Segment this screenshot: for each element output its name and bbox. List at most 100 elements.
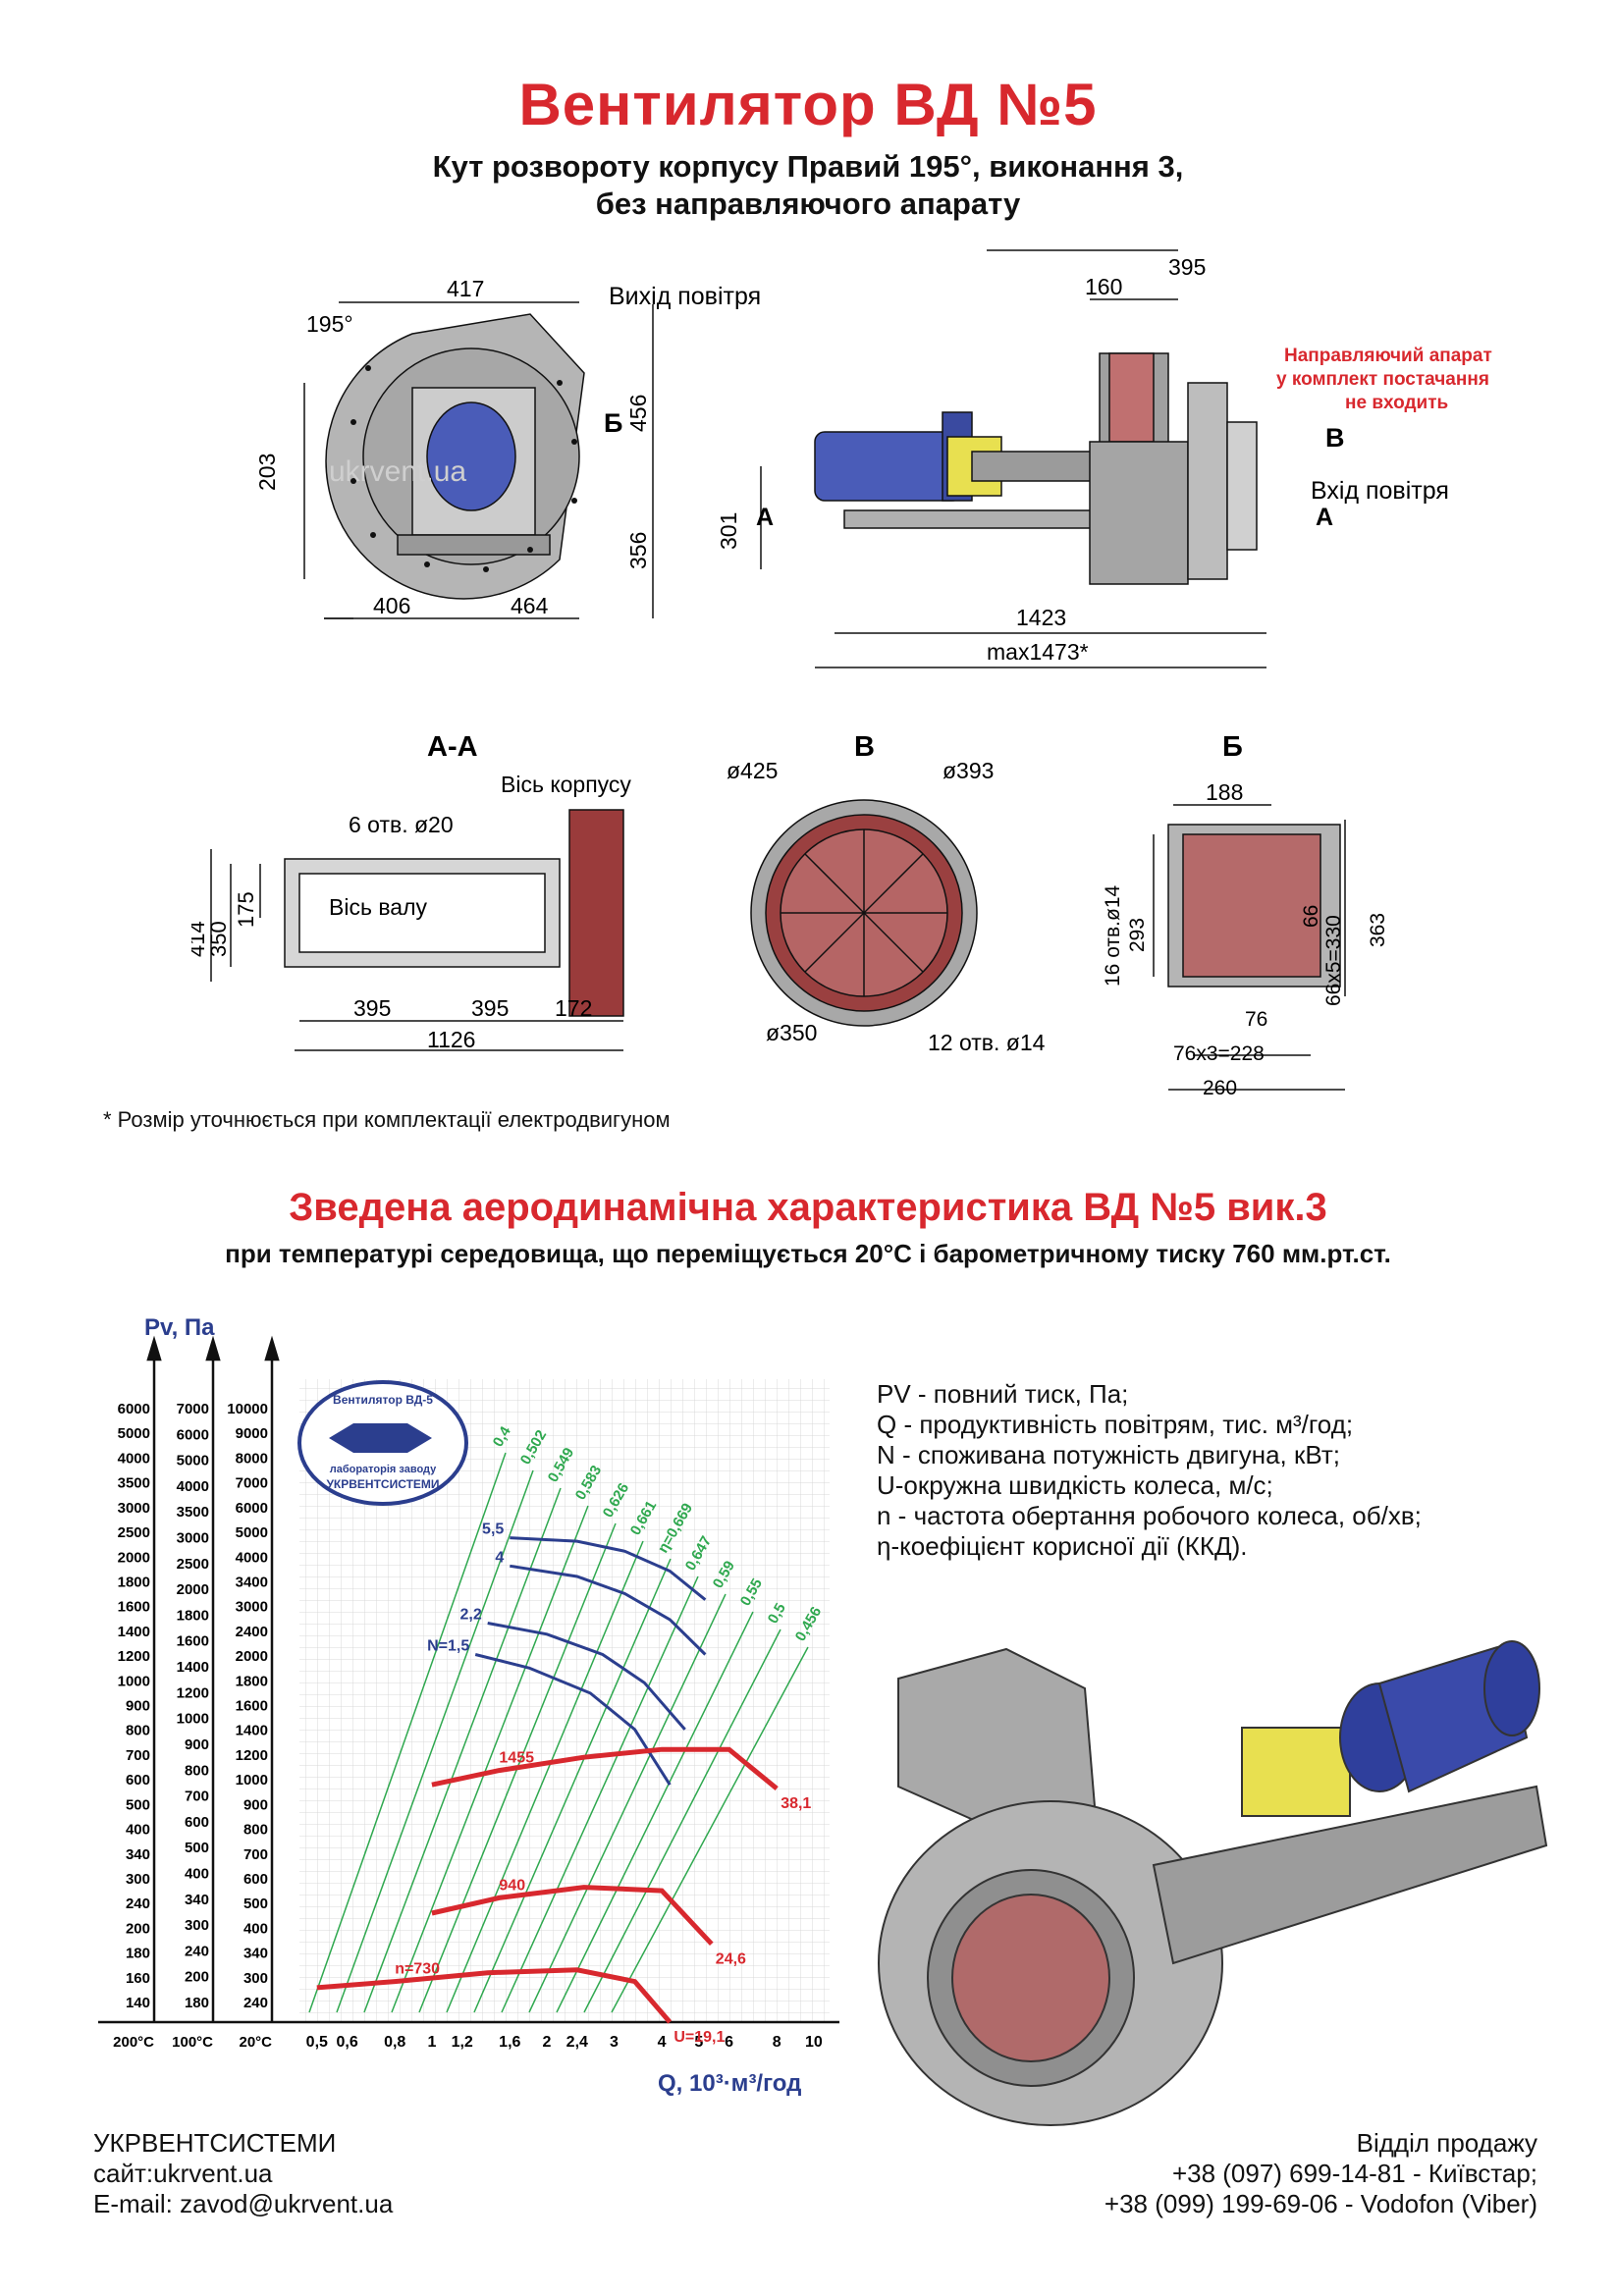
y-tick-label: 8000 — [236, 1450, 268, 1467]
y-tick-label: 5000 — [177, 1453, 209, 1469]
y-tick-label: 4000 — [118, 1450, 150, 1467]
y-tick-label: 2000 — [177, 1581, 209, 1598]
dim-456: 456 — [625, 395, 651, 432]
efficiency-line — [501, 1575, 699, 2013]
y-tick-label: 240 — [126, 1896, 150, 1912]
y-tick-label: 7000 — [236, 1475, 268, 1492]
y-tick-label: 4000 — [177, 1478, 209, 1495]
y-tick-label: 300 — [126, 1871, 150, 1888]
y-tick-label: 2500 — [177, 1556, 209, 1573]
efficiency-line — [611, 1646, 809, 2013]
dim-464: 464 — [511, 593, 549, 618]
y-tick-label: 800 — [126, 1723, 150, 1739]
section-aa-drawing: А-А Вісь корпусу 6 отв. ø20 Вісь валу 41… — [191, 731, 631, 1052]
efficiency-line — [583, 1629, 781, 2013]
footer-left: УКРВЕНТСИСТЕМИ сайт:ukrvent.ua E-mail: z… — [93, 2128, 393, 2219]
y-tick-label: 700 — [185, 1789, 209, 1805]
y-tick-label: 900 — [243, 1796, 268, 1813]
dim-max1473: max1473* — [987, 639, 1089, 665]
dim-172: 172 — [555, 995, 592, 1021]
legend-item: U-окружна швидкість колеса, м/с; — [877, 1470, 1273, 1500]
y-tick-label: 3000 — [236, 1599, 268, 1616]
y-tick-label: 700 — [243, 1846, 268, 1863]
y-tick-label: 3000 — [177, 1530, 209, 1547]
x-tick-label: 10 — [805, 2034, 823, 2051]
y-tick-label: 3400 — [236, 1574, 268, 1590]
y-tick-label: 800 — [243, 1822, 268, 1839]
company-name: УКРВЕНТСИСТЕМИ — [93, 2128, 337, 2158]
y-tick-label: 1200 — [177, 1684, 209, 1701]
logo-bottom: УКРВЕНТСИСТЕМИ — [326, 1477, 439, 1491]
d350: ø350 — [766, 1020, 817, 1045]
axis-body: Вісь корпусу — [501, 772, 631, 797]
y-tick-label: 1600 — [236, 1698, 268, 1715]
y-tick-label: 5000 — [236, 1524, 268, 1541]
dim-203: 203 — [254, 454, 280, 491]
power-curve-label: N=1,5 — [427, 1638, 469, 1655]
site-link[interactable]: сайт:ukrvent.ua — [93, 2159, 273, 2188]
efficiency-line — [391, 1505, 589, 2013]
y-tick-label: 6000 — [177, 1426, 209, 1443]
email-link[interactable]: E-mail: zavod@ukrvent.ua — [93, 2189, 394, 2218]
y-tick-label: 9000 — [236, 1425, 268, 1442]
phone-1[interactable]: +38 (097) 699-14-81 - Київстар; — [1171, 2159, 1537, 2188]
air-out-label: Вихід повітря — [609, 283, 761, 310]
y-axis-temp: 200°С — [113, 2034, 154, 2051]
dim-160: 160 — [1085, 274, 1122, 299]
y-tick-label: 1000 — [177, 1711, 209, 1728]
x-tick-label: 8 — [773, 2034, 781, 2051]
x-tick-label: 0,8 — [384, 2034, 405, 2051]
y-tick-label: 500 — [243, 1896, 268, 1912]
section-v-drawing: В ø425 ø393 ø350 12 отв. ø14 — [727, 731, 1046, 1055]
dim-293: 293 — [1126, 918, 1149, 952]
holes-v: 12 отв. ø14 — [928, 1030, 1046, 1055]
dim-260: 260 — [1203, 1077, 1237, 1099]
speed-curve-end-label: 24,6 — [716, 1950, 746, 1967]
x-tick-label: 0,6 — [336, 2034, 357, 2051]
y-tick-label: 6000 — [118, 1401, 150, 1417]
section-aa-label: А-А — [427, 731, 478, 763]
dim-356: 356 — [625, 532, 651, 569]
angle-label: 195° — [306, 311, 353, 337]
legend-item: N - споживана потужність двигуна, кВт; — [877, 1440, 1340, 1469]
y-tick-label: 600 — [243, 1871, 268, 1888]
dim-66x5: 66х5=330 — [1322, 915, 1345, 1006]
aero-title: Зведена аеродинамічна характеристика ВД … — [289, 1186, 1327, 1229]
speed-curve-end-label: 38,1 — [781, 1795, 811, 1812]
lab-logo: Вентилятор ВД-5 лабораторія заводу УКРВЕ… — [297, 1380, 468, 1506]
y-tick-label: 900 — [126, 1698, 150, 1715]
efficiency-line — [528, 1593, 727, 2013]
y-tick-label: 160 — [126, 1970, 150, 1987]
power-curve-label: 5,5 — [482, 1522, 504, 1538]
y-tick-label: 340 — [243, 1946, 268, 1962]
y-tick-label: 500 — [185, 1840, 209, 1856]
dim-395-b: 395 — [471, 995, 509, 1021]
page-title: Вентилятор ВД №5 — [518, 72, 1098, 137]
guide-note-3: не входить — [1345, 393, 1448, 413]
y-tick-label: 400 — [243, 1920, 268, 1937]
x-tick-label: 1 — [427, 2034, 436, 2051]
page-subtitle-2: без направляючого апарату — [595, 187, 1021, 221]
y-tick-label: 5000 — [118, 1425, 150, 1442]
dim-350: 350 — [206, 921, 231, 957]
dim-76: 76 — [1245, 1008, 1267, 1031]
y-axis-temp: 20°С — [239, 2034, 272, 2051]
y-tick-label: 1800 — [236, 1673, 268, 1689]
front-view-drawing: 195° 417 Вихід повітря 203 456 356 406 4… — [254, 276, 761, 619]
dim-363: 363 — [1367, 913, 1389, 947]
x-tick-label: 2,4 — [566, 2034, 588, 2051]
y-tick-label: 2000 — [236, 1648, 268, 1665]
y-tick-label: 300 — [185, 1917, 209, 1934]
x-tick-label: 0,5 — [306, 2034, 328, 2051]
efficiency-line — [556, 1611, 754, 2013]
y-tick-label: 3500 — [118, 1475, 150, 1492]
y-tick-label: 240 — [243, 1995, 268, 2011]
y-tick-label: 600 — [185, 1814, 209, 1831]
y-tick-label: 400 — [126, 1822, 150, 1839]
dim-1423: 1423 — [1016, 605, 1066, 630]
dim-406: 406 — [373, 593, 410, 618]
y-tick-label: 900 — [185, 1736, 209, 1753]
phone-2[interactable]: +38 (099) 199-69-06 - Vodofon (Viber) — [1104, 2189, 1537, 2218]
legend-item: PV - повний тиск, Па; — [877, 1379, 1129, 1409]
side-view-drawing: 160 395 Направляючий апарат у комплект п… — [717, 249, 1492, 668]
